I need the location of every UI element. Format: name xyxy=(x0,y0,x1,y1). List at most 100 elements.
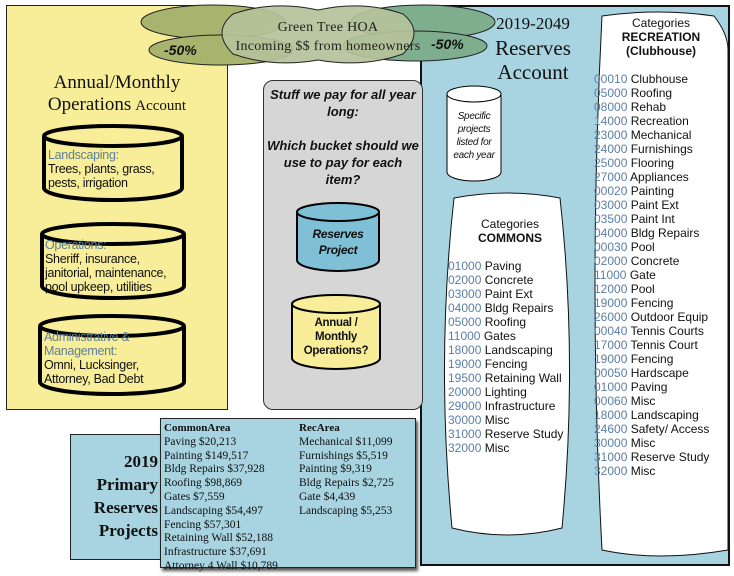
bucket-items: Omni, Lucksinger, Attorney, Bad Debt xyxy=(44,358,144,386)
project-item: Mechanical $11,099 xyxy=(299,435,393,448)
category-label: Landscaping xyxy=(627,408,699,422)
category-label: Infrastructure xyxy=(481,399,556,413)
category-item: 11000 Gates xyxy=(448,329,572,343)
cylinder-icon xyxy=(38,314,186,396)
reserves-project-label: Reserves Project xyxy=(312,227,364,257)
category-item: 30000 Misc xyxy=(448,413,572,427)
category-code: 20000 xyxy=(448,385,482,399)
category-item: 32000 Misc xyxy=(448,441,572,455)
category-item: 30000 Misc xyxy=(594,436,728,450)
category-label: Clubhouse xyxy=(627,72,689,86)
category-item: 01000 Paving xyxy=(448,259,572,273)
recreation-category-list: Categories RECREATION (Clubhouse) 00010 … xyxy=(594,16,728,478)
category-item: 00050 Hardscape xyxy=(594,366,728,380)
projects-label: 2019 Primary Reserves Projects xyxy=(70,450,162,542)
common-area-heading: CommonArea xyxy=(164,422,231,434)
category-item: 31000 Reserve Study xyxy=(594,450,728,464)
landscaping-bucket: Landscaping: Trees, plants, grass, pests… xyxy=(40,122,186,204)
category-item: 04000 Bldg Repairs xyxy=(594,226,728,240)
category-label: Recreation xyxy=(627,114,689,128)
category-item: 24000 Furnishings xyxy=(594,142,728,156)
category-code: 00040 xyxy=(594,324,628,338)
category-code: 11000 xyxy=(594,268,627,282)
category-code: 02000 xyxy=(594,254,628,268)
category-code: 02000 xyxy=(448,273,482,287)
project-item: Landscaping $5,253 xyxy=(299,504,393,517)
category-item: 14000 Recreation xyxy=(594,114,728,128)
category-code: 00030 xyxy=(594,240,628,254)
category-label: Tennis Courts xyxy=(627,324,704,338)
category-label: Rehab xyxy=(627,100,667,114)
hoa-name: Green Tree HOA xyxy=(277,20,379,35)
bucket-items: Sheriff, insurance, janitorial, maintena… xyxy=(45,252,167,294)
category-item: 20000 Lighting xyxy=(448,385,572,399)
category-code: 00020 xyxy=(594,184,628,198)
category-item: 26000 Outdoor Equip xyxy=(594,310,728,324)
cloud-text: Green Tree HOA Incoming $$ from homeowne… xyxy=(228,18,428,56)
category-item: 31000 Reserve Study xyxy=(448,427,572,441)
project-item: Landscaping $54,497 xyxy=(164,504,264,517)
category-label: Paint Ext xyxy=(481,287,533,301)
category-code: 30000 xyxy=(448,413,482,427)
category-code: 30000 xyxy=(594,436,628,450)
reserves-project-option: Reserves Project xyxy=(295,200,381,274)
category-label: Paint Int xyxy=(627,212,675,226)
category-item: 19000 Fencing xyxy=(448,357,572,371)
category-code: 03500 xyxy=(594,212,628,226)
category-code: 05000 xyxy=(448,315,482,329)
category-item: 03500 Paint Int xyxy=(594,212,728,226)
category-label: Safety/ Access xyxy=(627,422,710,436)
project-item: Furnishings $5,519 xyxy=(299,449,388,462)
category-code: 00010 xyxy=(594,72,628,86)
category-item: 05000 Roofing xyxy=(594,86,728,100)
specific-projects-bucket: Specific projects listed for each year xyxy=(446,84,502,184)
category-label: Flooring xyxy=(627,156,675,170)
category-code: 18000 xyxy=(594,408,628,422)
project-item: Painting $9,319 xyxy=(299,463,372,476)
cylinder-icon xyxy=(40,222,186,300)
projects-label-line4: Projects xyxy=(98,521,158,540)
category-label: Misc xyxy=(627,436,656,450)
category-item: 01000 Paving xyxy=(594,380,728,394)
category-label: Fencing xyxy=(627,296,674,310)
operations-bucket: Operations: Sheriff, insurance, janitori… xyxy=(38,220,188,302)
specific-projects-label: Specific projects listed for each year xyxy=(453,111,495,161)
category-label: Roofing xyxy=(481,315,527,329)
operations-title-line2: Operations xyxy=(47,94,132,115)
category-item: 08000 Rehab xyxy=(594,100,728,114)
operations-title-line3: Account xyxy=(135,98,187,114)
operations-title-line1: Annual/Monthly xyxy=(53,72,181,93)
operations-option: Annual / Monthly Operations? xyxy=(290,292,382,372)
category-code: 29000 xyxy=(448,399,482,413)
category-item: 00030 Pool xyxy=(594,240,728,254)
category-code: 03000 xyxy=(594,198,628,212)
category-label: Retaining Wall xyxy=(481,371,562,385)
category-label: Paving xyxy=(481,259,522,273)
category-code: 08000 xyxy=(594,100,628,114)
category-label: Misc xyxy=(481,413,510,427)
category-code: 19000 xyxy=(594,352,628,366)
category-item: 24600 Safety/ Access xyxy=(594,422,728,436)
question-text: Stuff we pay for all year long: Which bu… xyxy=(265,86,421,188)
category-item: 04000 Bldg Repairs xyxy=(448,301,572,315)
category-label: Reserve Study xyxy=(627,450,710,464)
category-code: 14000 xyxy=(594,114,628,128)
recreation-subheading-2: (Clubhouse) xyxy=(626,44,696,58)
category-label: Misc xyxy=(481,441,510,455)
bucket-caption: Administrative & Management: xyxy=(44,330,130,358)
cylinder-icon xyxy=(42,124,184,202)
category-label: Misc xyxy=(627,394,656,408)
recreation-subheading: RECREATION xyxy=(621,30,701,44)
projects-label-line2: Primary xyxy=(96,475,158,494)
project-item: Gate $4,439 xyxy=(299,490,356,503)
category-item: 19500 Retaining Wall xyxy=(448,371,572,385)
category-item: 05000 Roofing xyxy=(448,315,572,329)
category-label: Misc xyxy=(627,464,656,478)
category-label: Gate xyxy=(626,268,656,282)
cylinder-icon xyxy=(446,85,502,182)
category-item: 18000 Landscaping xyxy=(448,343,572,357)
category-code: 04000 xyxy=(594,226,628,240)
project-item: Painting $149,517 xyxy=(164,449,249,462)
bucket-caption: Operations: xyxy=(45,238,107,252)
category-label: Concrete xyxy=(627,254,680,268)
